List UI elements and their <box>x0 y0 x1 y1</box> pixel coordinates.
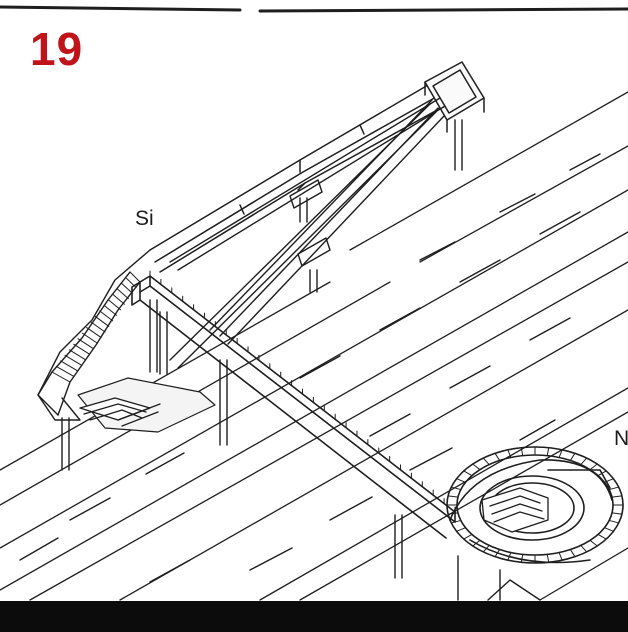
road-edge-line <box>0 231 628 591</box>
spiral-rail-post <box>447 512 459 515</box>
stair-tread <box>64 354 83 366</box>
spiral-rail-post <box>589 463 598 471</box>
spiral-rail-post <box>507 449 512 458</box>
stair-label: Si <box>135 207 154 230</box>
spiral-rail-post <box>520 553 524 563</box>
road-edge-line <box>539 547 628 601</box>
spiral-rail-post <box>558 449 563 458</box>
support-columns <box>61 119 463 579</box>
stair-tread <box>120 282 133 294</box>
road-edge-line <box>349 91 628 251</box>
spiral-rail-post <box>507 552 512 561</box>
stair-tread <box>55 365 75 377</box>
spiral-rail-post <box>597 470 607 477</box>
stair-tread <box>81 332 98 344</box>
stair-tread <box>86 327 102 339</box>
bottom-bar <box>0 601 628 632</box>
spiral-rail-post <box>580 457 588 466</box>
ramp-label: N <box>614 427 628 450</box>
spiral-rail-post <box>472 463 481 471</box>
spiral-rail-post <box>463 533 473 540</box>
figure-number: 19 <box>30 23 84 75</box>
upper-bridge-arm <box>149 77 449 273</box>
road-edge-line <box>119 309 628 601</box>
stair-tread <box>60 360 79 372</box>
deck-rail-ticks <box>149 270 456 513</box>
spiral-rail-post <box>611 512 623 515</box>
road-lines <box>0 91 628 601</box>
road-edge-line <box>0 189 628 549</box>
stair-tread <box>125 277 137 289</box>
lower-stair <box>79 397 161 427</box>
stair-tread <box>103 304 118 316</box>
stair-steps <box>51 271 141 383</box>
stair-tread <box>116 288 129 300</box>
spiral-rail-post <box>450 519 462 524</box>
top-platform <box>424 61 485 133</box>
road-edge-line <box>0 281 331 471</box>
spiral-rail-post <box>450 486 462 491</box>
spiral-core <box>481 487 549 533</box>
spiral-base <box>457 555 541 601</box>
spiral-rail-post <box>569 549 576 558</box>
stair-tread <box>90 321 106 333</box>
spiral-rail-post <box>482 457 490 466</box>
spiral-rail-post <box>472 539 481 547</box>
stair-tread <box>77 338 94 350</box>
lane-dashes <box>19 153 601 583</box>
spiral-rail-post <box>494 452 501 461</box>
stair-tread <box>94 315 110 327</box>
spiral-rail-post <box>608 486 620 491</box>
spiral-rail-post <box>589 539 598 547</box>
spiral-rail-post <box>603 527 614 532</box>
stair-tread <box>51 371 71 383</box>
spiral-rail-post <box>580 544 588 553</box>
spiral-rail-post <box>608 519 620 524</box>
road-edge-line <box>29 261 628 601</box>
diagonal-ramps <box>169 97 446 369</box>
road-edge-line <box>299 411 628 601</box>
spiral-rail-post <box>558 552 563 561</box>
spiral-rail-post <box>569 452 576 461</box>
spiral-rail-post <box>611 495 623 498</box>
spiral-rail-post <box>494 549 501 558</box>
stair-tread <box>99 310 114 322</box>
stair-tread <box>112 293 125 305</box>
spiral-rail-post <box>597 533 607 540</box>
spiral-rail-post <box>456 527 467 532</box>
spiral-rail-post <box>546 447 550 457</box>
stair-tread <box>107 299 122 311</box>
top-border <box>0 5 628 13</box>
stair-tread <box>68 349 87 361</box>
spiral-rail-post <box>447 495 459 498</box>
spiral-rail-post <box>603 478 614 483</box>
spiral-rail-ticks <box>446 446 624 564</box>
left-stair <box>37 249 151 421</box>
spiral-rail-post <box>546 553 550 563</box>
stair-tread <box>73 343 90 355</box>
spiral-rail-post <box>520 447 524 457</box>
spiral-rail-post <box>463 470 473 477</box>
stair-tread <box>129 271 141 283</box>
spiral-rail-post <box>482 544 490 553</box>
spiral-rail-post <box>456 478 467 483</box>
road-edge-line <box>259 387 628 601</box>
